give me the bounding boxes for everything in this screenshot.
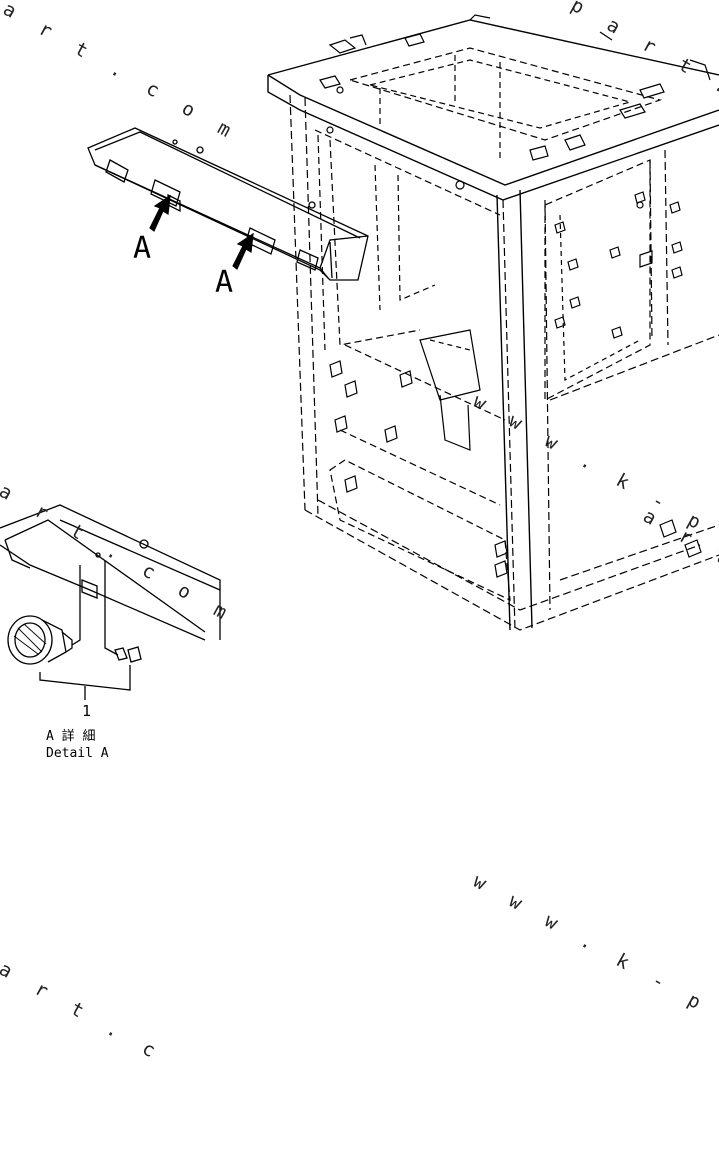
- arrow-label-2: A: [215, 265, 233, 300]
- work-lamp-icon: [7, 615, 73, 665]
- light-bar: [87, 127, 369, 281]
- arrow-label-1: A: [133, 231, 151, 266]
- diagram-canvas: A A 1: [0, 14, 719, 720]
- detail-a-inset: [0, 504, 221, 700]
- cab-frame: [267, 14, 719, 631]
- detail-caption: A 詳 細 Detail A: [46, 728, 126, 762]
- detail-title-en: Detail A: [46, 746, 109, 761]
- callout-arrows: [149, 194, 254, 270]
- detail-title-jp: A 詳 細: [46, 729, 96, 744]
- part-number-label: 1: [82, 702, 91, 720]
